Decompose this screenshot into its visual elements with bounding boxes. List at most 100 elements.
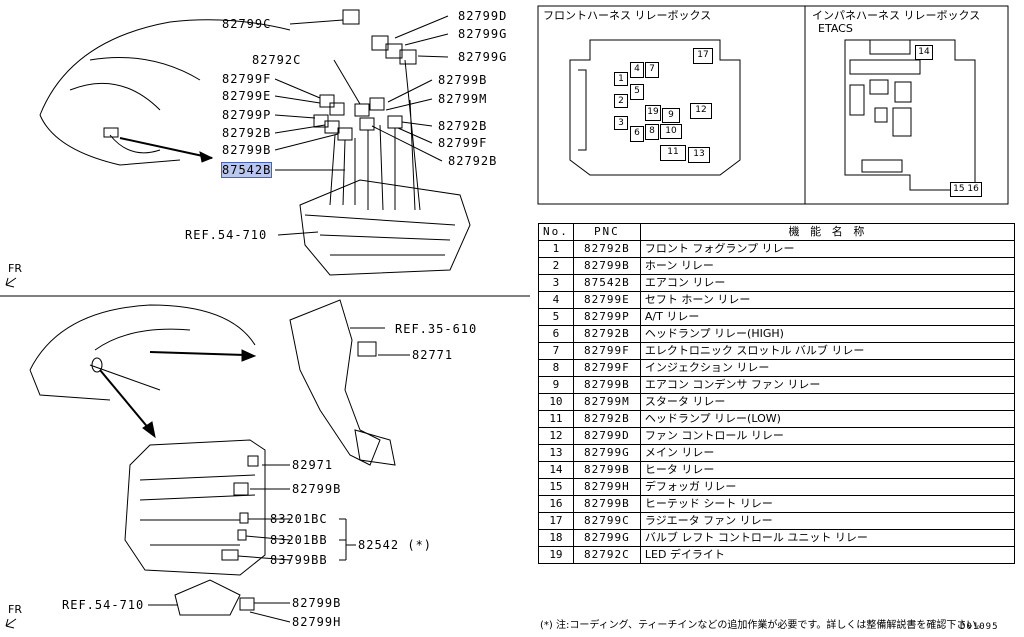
row-no: 4 xyxy=(538,291,574,309)
row-name: セフト ホーン リレー xyxy=(639,291,1016,309)
callout-82971[interactable]: 82971 xyxy=(292,458,334,472)
callout-83799bb[interactable]: 83799BB xyxy=(270,553,328,567)
callout-82799f-b[interactable]: 82799F xyxy=(438,136,488,150)
front-cell-6[interactable]: 6 xyxy=(630,126,644,142)
front-relay-box-title: フロントハーネス リレーボックス xyxy=(543,9,712,22)
row-pnc: 82799B xyxy=(572,376,641,394)
inpane-cell-15-16[interactable]: 15 16 xyxy=(950,182,982,197)
front-cell-17[interactable]: 17 xyxy=(693,48,713,64)
callout-82799b-lower[interactable]: 82799B xyxy=(292,482,342,496)
front-cell-2[interactable]: 2 xyxy=(614,94,628,108)
row-no: 8 xyxy=(538,359,574,377)
front-cell-9[interactable]: 9 xyxy=(662,108,680,123)
inpane-relay-box-title: インパネハーネス リレーボックス xyxy=(812,9,981,22)
row-pnc: 82792B xyxy=(572,325,641,343)
callout-82799m[interactable]: 82799M xyxy=(438,92,488,106)
row-name: メイン リレー xyxy=(639,444,1016,462)
callout-82799b-b[interactable]: 82799B xyxy=(222,143,272,157)
front-cell-19[interactable]: 19 xyxy=(645,105,661,121)
row-name: スタータ リレー xyxy=(639,393,1016,411)
callout-82792b-a[interactable]: 82792B xyxy=(222,126,272,140)
ref-54-710-bottom[interactable]: REF.54-710 xyxy=(62,598,145,612)
row-pnc: 82799B xyxy=(572,495,641,513)
row-pnc: 82792C xyxy=(572,546,641,564)
row-no: 2 xyxy=(538,257,574,275)
inpane-cell-14[interactable]: 14 xyxy=(915,45,933,60)
row-name: エアコン コンデンサ ファン リレー xyxy=(639,376,1016,394)
row-no: 13 xyxy=(538,444,574,462)
row-pnc: 82799C xyxy=(572,512,641,530)
callout-82792b-b[interactable]: 82792B xyxy=(438,119,488,133)
callout-83201bc[interactable]: 83201BC xyxy=(270,512,328,526)
row-pnc: 82799H xyxy=(572,478,641,496)
row-pnc: 82799B xyxy=(572,257,641,275)
callout-82799p[interactable]: 82799P xyxy=(222,108,272,122)
table-header-row: No. PNC 機 能 名 称 xyxy=(538,223,1016,241)
row-no: 19 xyxy=(538,546,574,564)
callout-87542b-highlighted[interactable]: 87542B xyxy=(220,162,273,178)
callout-82542-group[interactable]: 82542 (*) xyxy=(358,538,433,552)
row-name: インジェクション リレー xyxy=(639,359,1016,377)
row-pnc: 82799F xyxy=(572,342,641,360)
callout-82799c[interactable]: 82799C xyxy=(222,17,272,31)
figure-code: D01095 xyxy=(960,622,999,632)
callout-82799f-a[interactable]: 82799F xyxy=(222,72,272,86)
header-pnc: PNC xyxy=(572,223,641,241)
front-cell-5[interactable]: 5 xyxy=(630,84,644,100)
row-no: 11 xyxy=(538,410,574,428)
row-pnc: 87542B xyxy=(572,274,641,292)
callout-82771[interactable]: 82771 xyxy=(412,348,454,362)
callout-82792b-c[interactable]: 82792B xyxy=(448,154,498,168)
front-cell-11[interactable]: 11 xyxy=(660,145,686,161)
row-no: 5 xyxy=(538,308,574,326)
front-cell-10[interactable]: 10 xyxy=(660,124,682,139)
front-cell-3[interactable]: 3 xyxy=(614,116,628,130)
row-name: ヘッドランプ リレー(LOW) xyxy=(639,410,1016,428)
ref-54-710-top[interactable]: REF.54-710 xyxy=(185,228,268,242)
fr-label-top: FR xyxy=(8,262,22,275)
callout-83201bb[interactable]: 83201BB xyxy=(270,533,328,547)
callout-82799e[interactable]: 82799E xyxy=(222,89,272,103)
etacs-label: ETACS xyxy=(818,22,853,35)
row-no: 12 xyxy=(538,427,574,445)
row-name: エアコン リレー xyxy=(639,274,1016,292)
front-cell-13[interactable]: 13 xyxy=(688,147,710,163)
callout-82799b-a[interactable]: 82799B xyxy=(438,73,488,87)
row-no: 7 xyxy=(538,342,574,360)
front-cell-8[interactable]: 8 xyxy=(645,124,659,140)
front-cell-12[interactable]: 12 xyxy=(690,103,712,119)
callout-82792c[interactable]: 82792C xyxy=(252,53,302,67)
front-cell-4[interactable]: 4 xyxy=(630,62,644,78)
front-cell-7[interactable]: 7 xyxy=(645,62,659,78)
callout-82799h[interactable]: 82799H xyxy=(292,615,342,629)
callout-82799g-a[interactable]: 82799G xyxy=(458,27,508,41)
row-pnc: 82799F xyxy=(572,359,641,377)
callout-82799d[interactable]: 82799D xyxy=(458,9,508,23)
callout-82799b-bottom[interactable]: 82799B xyxy=(292,596,342,610)
callout-82799g-b[interactable]: 82799G xyxy=(458,50,508,64)
ref-35-610[interactable]: REF.35-610 xyxy=(395,322,478,336)
front-cell-1[interactable]: 1 xyxy=(614,72,628,86)
row-name: ラジエータ ファン リレー xyxy=(639,512,1016,530)
row-no: 3 xyxy=(538,274,574,292)
